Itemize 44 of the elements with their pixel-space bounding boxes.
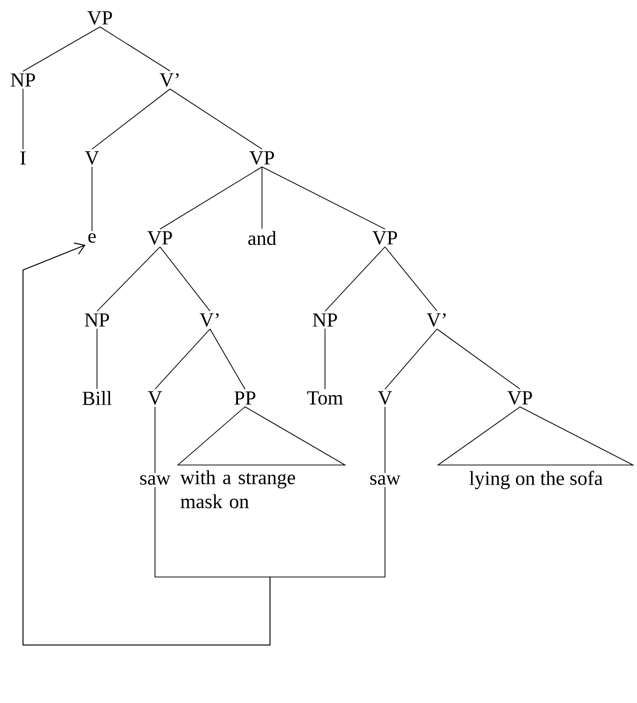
word-label: saw [370, 475, 400, 485]
category-label: NP [84, 313, 109, 327]
branch-line [384, 328, 438, 390]
branch-line [96, 328, 98, 390]
category-label: VP [147, 231, 172, 245]
word-label: Bill [82, 391, 112, 405]
category-label: V [85, 151, 99, 165]
branch-line [160, 166, 262, 230]
branch-line [324, 246, 386, 312]
category-label: V’ [160, 73, 179, 87]
category-label: VP [249, 151, 274, 165]
category-label: VP [372, 231, 397, 245]
category-label: VP [87, 11, 112, 25]
word-label: with a strange mask on [180, 470, 296, 508]
word-label: Tom [307, 391, 343, 405]
branch-line [210, 328, 246, 390]
branch-line [96, 246, 160, 312]
word-label: and [248, 230, 276, 246]
word-label: I [20, 151, 26, 165]
branch-line [22, 26, 100, 72]
branch-line [100, 26, 170, 72]
word-label: saw [140, 475, 170, 485]
branch-line [324, 328, 326, 390]
category-label: V’ [426, 313, 446, 327]
branch-line [92, 88, 170, 150]
branch-line [154, 406, 156, 474]
branch-line [436, 328, 520, 390]
category-label: NP [10, 73, 35, 87]
branch-line [154, 328, 210, 390]
branch-line [262, 166, 386, 230]
movement-arrow [22, 242, 386, 646]
category-label: V [378, 391, 392, 405]
category-label: VP [507, 391, 532, 405]
branch-line [160, 246, 210, 312]
branch-line [170, 88, 262, 150]
branch-line [384, 246, 438, 312]
branch-line [22, 88, 24, 150]
word-label: lying on the sofa [469, 470, 603, 490]
category-label: NP [312, 313, 337, 327]
category-label: PP [234, 391, 256, 405]
category-label: V [148, 391, 162, 405]
category-label: V’ [200, 313, 219, 327]
word-label: e [88, 233, 96, 243]
branch-line [384, 406, 386, 474]
